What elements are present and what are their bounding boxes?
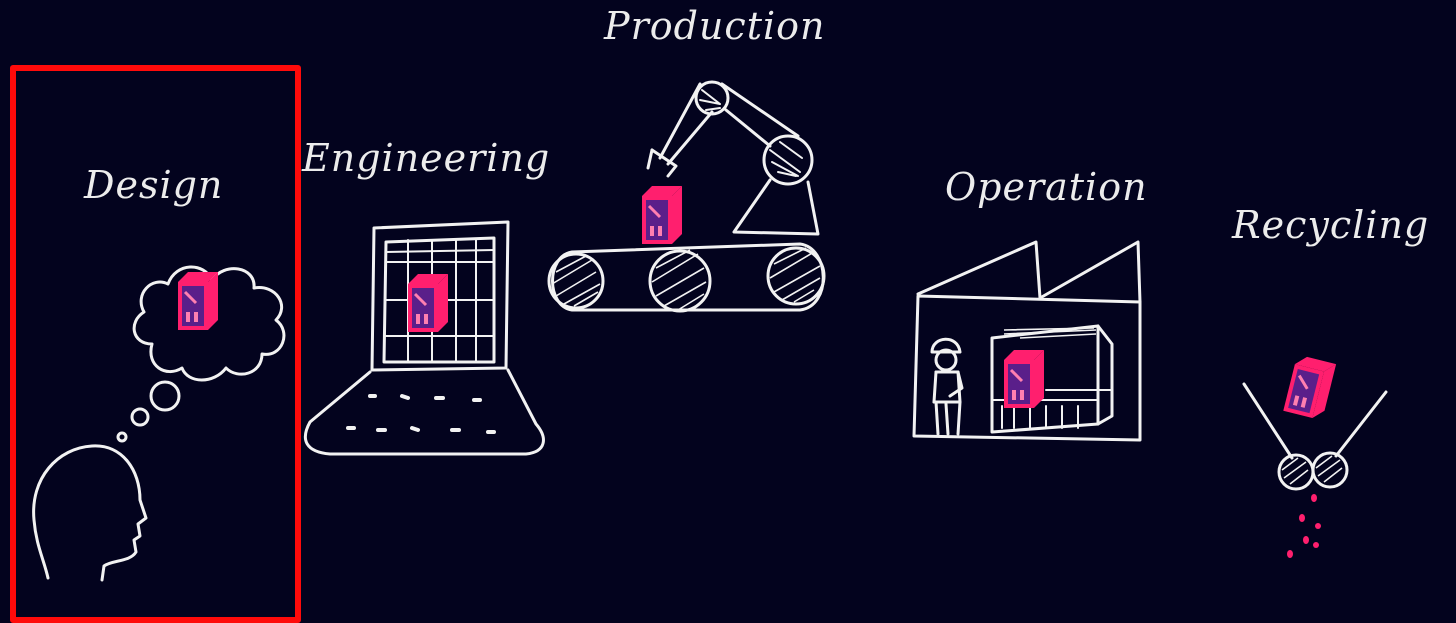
conveyor-belt-icon [547,184,826,313]
robot-arm-icon [646,80,820,236]
stage-label-operation: Operation [945,165,1148,209]
factory-icon [912,240,1142,442]
stage-label-design: Design [84,163,224,207]
thought-cloud-icon [116,265,286,443]
worker-icon [930,337,964,436]
head-icon [32,444,148,582]
stage-label-recycling: Recycling [1232,203,1430,247]
stage-label-production: Production [604,4,826,48]
shredder-icon [1242,352,1388,558]
stage-label-engineering: Engineering [302,136,551,180]
laptop-icon [304,220,545,456]
